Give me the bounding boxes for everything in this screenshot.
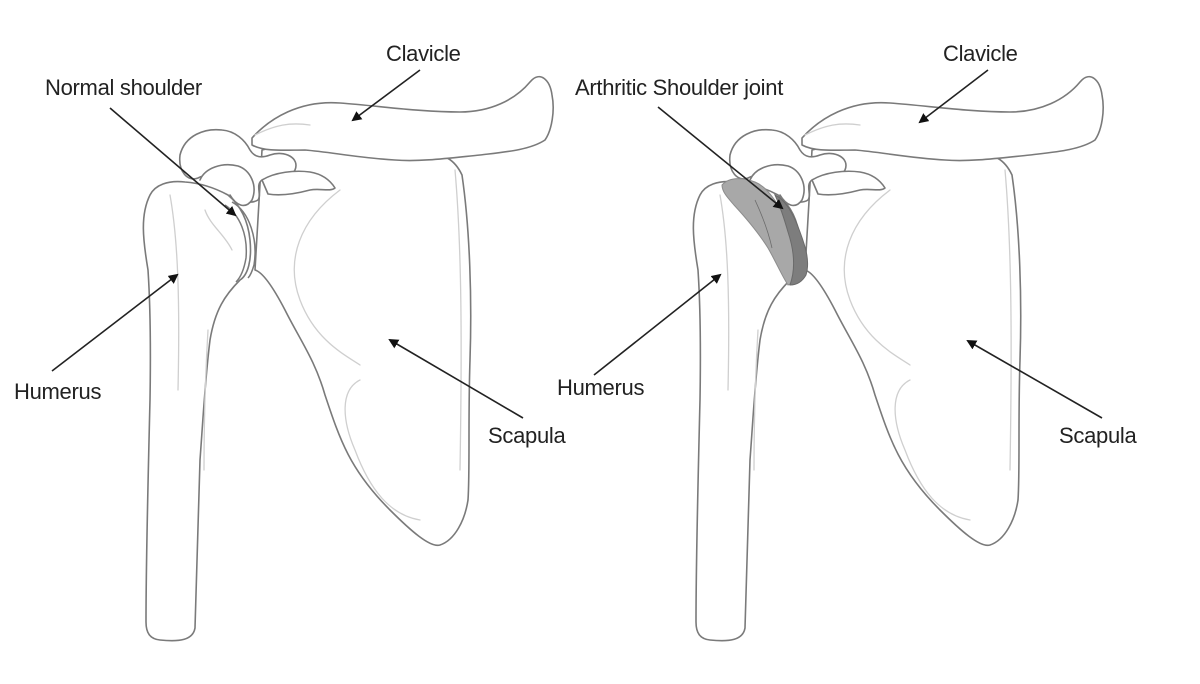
label-arthritic-shoulder-joint: Arthritic Shoulder joint xyxy=(575,75,784,100)
label-humerus-normal: Humerus xyxy=(14,379,102,404)
label-clavicle-arthritic: Clavicle xyxy=(943,41,1018,66)
label-scapula-normal: Scapula xyxy=(488,423,566,448)
scapula-arrow xyxy=(388,338,524,419)
normal-shoulder-panel xyxy=(51,69,554,642)
label-humerus-arthritic: Humerus xyxy=(557,375,645,400)
scapula-arrow xyxy=(966,340,1103,419)
humerus-arrow xyxy=(593,273,722,376)
humerus-arrow xyxy=(51,273,179,372)
label-normal-shoulder: Normal shoulder xyxy=(45,75,202,100)
arthritic-shoulder-panel xyxy=(593,69,1104,642)
label-clavicle-normal: Clavicle xyxy=(386,41,461,66)
clavicle-arrow xyxy=(918,69,989,124)
normal-joint-arrow xyxy=(109,107,237,217)
label-scapula-arthritic: Scapula xyxy=(1059,423,1137,448)
clavicle-arrow xyxy=(351,69,421,122)
arthritic-region-dark xyxy=(773,193,809,286)
arthritic-joint-arrow xyxy=(657,106,784,210)
